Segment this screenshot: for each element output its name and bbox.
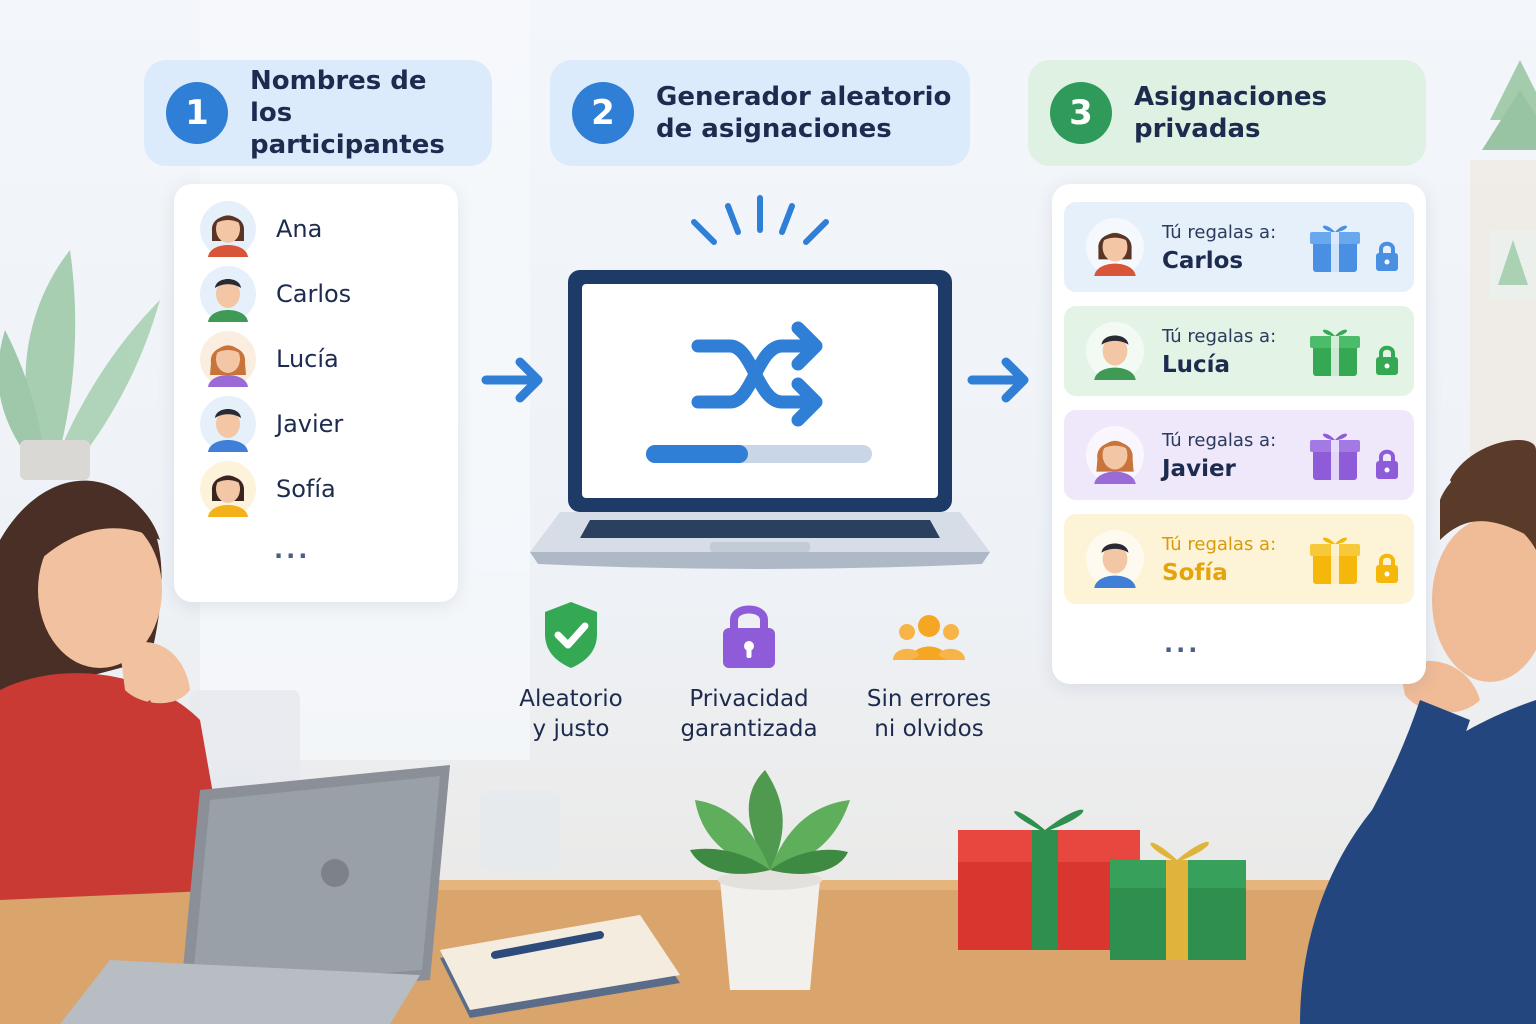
generator-laptop: [530, 195, 990, 569]
avatar-icon: [200, 461, 256, 517]
step-3-header: 3 Asignaciones privadas: [1028, 60, 1426, 166]
assignment-label: Tú regalas a:: [1162, 222, 1277, 243]
feature-random-fair: Aleatorio y justo: [486, 600, 656, 744]
feature-label: Privacidad garantizada: [680, 686, 818, 742]
gift-boxes: [958, 809, 1246, 960]
progress-fill: [646, 445, 748, 463]
spark-lines-icon: [691, 195, 829, 245]
step-2-title: Generador aleatorio de asignaciones: [656, 82, 952, 144]
avatar-icon: [1086, 426, 1144, 484]
step-2-badge: 2: [572, 82, 634, 144]
background-plant-left: [0, 250, 160, 480]
assignments-more: ...: [1164, 630, 1201, 658]
arrow-right-icon: [481, 357, 543, 403]
participant-name: Ana: [276, 215, 323, 243]
avatar-icon: [200, 201, 256, 257]
participant-name: Sofía: [276, 475, 336, 503]
gift-icon: [1310, 537, 1360, 584]
group-icon: [893, 615, 965, 660]
feature-privacy: Privacidad garantizada: [664, 600, 834, 744]
assignment-name: Javier: [1162, 456, 1236, 482]
participant-ana: Ana: [200, 200, 322, 258]
avatar-icon: [1086, 530, 1144, 588]
notebook: [440, 915, 680, 1018]
assignment-label: Tú regalas a:: [1162, 430, 1277, 451]
step-2-header: 2 Generador aleatorio de asignaciones: [550, 60, 970, 166]
participants-more: ...: [274, 536, 311, 564]
gift-icon: [1310, 433, 1360, 480]
avatar-icon: [1086, 322, 1144, 380]
potted-plant: [690, 770, 850, 990]
participant-name: Carlos: [276, 280, 352, 308]
assignment-label: Tú regalas a:: [1162, 534, 1277, 555]
participant-name: Lucía: [276, 345, 339, 373]
step-3-badge: 3: [1050, 82, 1112, 144]
participant-sofia: Sofía: [200, 460, 336, 518]
assignment-row: Tú regalas a: Sofía: [1064, 514, 1414, 604]
avatar-icon: [1086, 218, 1144, 276]
step-1-header: 1 Nombres de los participantes: [144, 60, 492, 166]
participants-card: Ana Carlos Lucía Javier: [174, 184, 458, 602]
feature-no-errors: Sin errores ni olvidos: [844, 600, 1014, 744]
background-shelf-right: [1470, 60, 1536, 490]
avatar-icon: [200, 396, 256, 452]
lock-icon: [1376, 345, 1398, 375]
participant-lucia: Lucía: [200, 330, 339, 388]
assignment-label: Tú regalas a:: [1162, 326, 1277, 347]
shuffle-icon: [691, 321, 823, 427]
shield-check-icon: [545, 602, 597, 668]
lock-icon: [1376, 449, 1398, 479]
participant-carlos: Carlos: [200, 265, 351, 323]
assignment-row: Tú regalas a: Lucía: [1064, 306, 1414, 396]
gift-icon: [1310, 329, 1360, 376]
woman-illustration: [0, 480, 230, 900]
assignment-row: Tú regalas a: Carlos: [1064, 202, 1414, 292]
participant-name: Javier: [276, 410, 344, 438]
step-1-badge: 1: [166, 82, 228, 144]
laptop-foreground: [60, 765, 450, 1024]
assignment-row: Tú regalas a: Javier: [1064, 410, 1414, 500]
lock-icon: [1376, 241, 1398, 271]
participant-javier: Javier: [200, 395, 343, 453]
avatar-icon: [200, 266, 256, 322]
lock-icon: [1376, 553, 1398, 583]
feature-label: Sin errores ni olvidos: [866, 686, 992, 742]
step-1-title: Nombres de los participantes: [250, 66, 445, 160]
arrow-right-icon: [967, 357, 1029, 403]
assignments-card: Tú regalas a: Carlos Tú regalas a: Lucía: [1052, 184, 1426, 684]
feature-label: Aleatorio y justo: [519, 686, 623, 742]
assignment-name: Carlos: [1162, 248, 1244, 274]
step-3-title: Asignaciones privadas: [1134, 82, 1327, 144]
assignment-name: Sofía: [1162, 560, 1228, 586]
gift-icon: [1310, 225, 1360, 272]
assignment-name: Lucía: [1162, 352, 1231, 378]
padlock-icon: [723, 605, 775, 668]
avatar-icon: [200, 331, 256, 387]
